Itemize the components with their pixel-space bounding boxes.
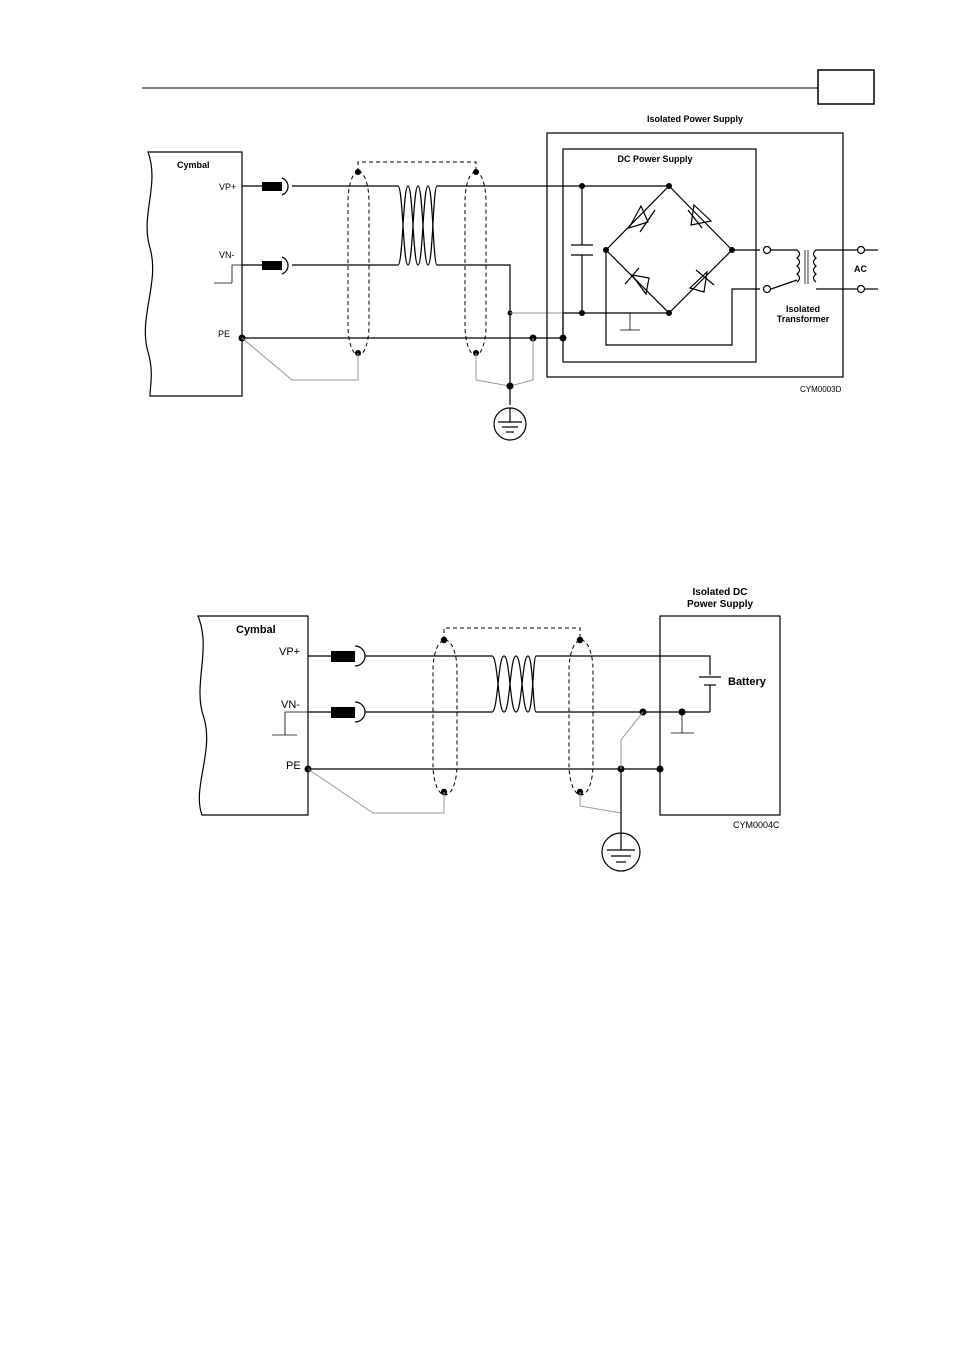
pin-pe-label-2: PE [286, 760, 301, 772]
bridge-rectifier-icon [603, 183, 735, 316]
battery-icon [699, 677, 721, 712]
vn-chassis-ground [232, 265, 242, 283]
shield-link [358, 162, 476, 172]
figure-code-2: CYM0004C [733, 820, 780, 830]
vn-wire-to-psu [437, 265, 510, 338]
vn-connector [282, 257, 288, 274]
transformer-label-1: Isolated [786, 304, 820, 314]
vn-connector-2 [355, 702, 365, 722]
pin-pe-label: PE [218, 329, 230, 339]
diagram-2: Cymbal VP+ VN- PE Battery [198, 587, 780, 871]
shield-left [348, 172, 369, 355]
earth-ground-icon-2 [602, 833, 640, 871]
earth-ground-icon-1 [494, 408, 526, 440]
pe-drain-left [242, 338, 358, 380]
vp-connector-2 [355, 646, 365, 666]
shield-right-2 [569, 640, 593, 795]
figure-code-1: CYM0003D [800, 385, 842, 394]
isolated-power-supply-title: Isolated Power Supply [647, 114, 743, 124]
diagram-1: Cymbal VP+ VN- PE [145, 114, 878, 440]
isolated-transformer-icon [797, 250, 816, 284]
isolated-dc-power-supply-box [660, 616, 780, 815]
vn-chassis-ground-2 [285, 712, 308, 735]
shield-left-2 [433, 640, 457, 795]
vn-ferrite [262, 261, 282, 270]
pin-vn-label: VN- [219, 250, 235, 260]
transformer-label-2: Transformer [777, 314, 830, 324]
page-header [142, 70, 874, 104]
vp-ferrite [262, 182, 282, 191]
twisted-pair-1 [398, 186, 437, 265]
shield-drain-right [476, 353, 510, 386]
vn-ferrite-2 [331, 707, 355, 718]
cymbal-label-2: Cymbal [236, 624, 276, 636]
dc-power-supply-title: DC Power Supply [617, 154, 692, 164]
ac-label: AC [854, 264, 867, 274]
pin-vp-label: VP+ [219, 182, 236, 192]
cymbal-label: Cymbal [177, 160, 210, 170]
isolated-dc-title-2: Power Supply [687, 599, 754, 610]
vp-connector [282, 178, 288, 195]
page-number-box [818, 70, 874, 104]
shield-right [465, 172, 486, 355]
pin-vn-label-2: VN- [281, 699, 300, 711]
capacitor-icon [571, 183, 593, 316]
isolated-dc-title-1: Isolated DC [692, 587, 747, 598]
pin-vp-label-2: VP+ [279, 646, 300, 658]
battery-label: Battery [728, 676, 767, 688]
twisted-pair-2 [492, 656, 536, 712]
vp-ferrite-2 [331, 651, 355, 662]
earth-link-gray [510, 338, 533, 386]
